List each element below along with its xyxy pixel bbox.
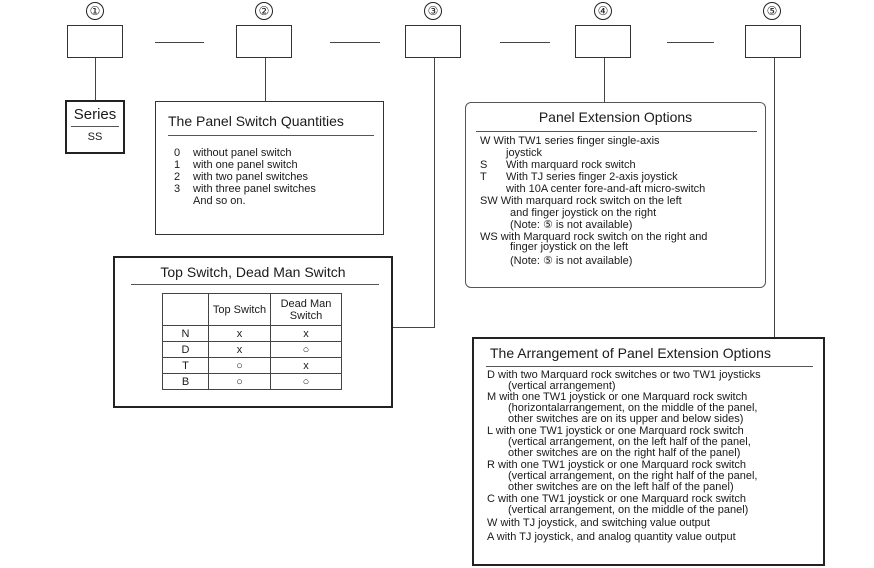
series-title: Series xyxy=(73,106,117,123)
series-box: Series SS xyxy=(65,100,125,154)
quantity-code: 1 xyxy=(174,159,181,171)
arrangement-line: (vertical arrangement, on the right half… xyxy=(508,470,758,482)
arrangement-line: (vertical arrangement, on the middle of … xyxy=(508,504,749,516)
arrangement-line: C with one TW1 joystick or one Marquard … xyxy=(487,493,746,505)
extension-line: joystick xyxy=(506,147,543,159)
top-switch-box: Top Switch, Dead Man Switch Top Switch D… xyxy=(113,256,393,408)
separator-dash xyxy=(500,42,550,43)
code-box-2 xyxy=(236,25,292,58)
arrangement-line: other switches are on the right half of … xyxy=(508,447,741,459)
extension-rule xyxy=(476,131,757,132)
arrangement-line: other switches are on its upper and belo… xyxy=(508,413,744,425)
table-row: N x x xyxy=(162,325,342,342)
table-cell: D xyxy=(162,341,209,358)
extension-line: with 10A center fore-and-aft micro-switc… xyxy=(506,183,706,195)
arrangement-line: D with two Marquard rock switches or two… xyxy=(487,369,761,381)
table-header-cell: Top Switch xyxy=(208,293,271,326)
series-rule xyxy=(71,126,119,127)
arrangement-line: (vertical arrangement) xyxy=(508,380,616,392)
extension-line: With marquard rock switch xyxy=(506,159,636,171)
arrangement-line: A with TJ joystick, and analog quantity … xyxy=(487,531,736,543)
arrangement-line: other switches are on the left half of t… xyxy=(508,481,734,493)
extension-line: finger joystick on the left xyxy=(510,241,629,253)
quantity-text: And so on. xyxy=(193,195,246,207)
table-header-cell: Dead Man Switch xyxy=(270,293,342,326)
quantity-text: with two panel switches xyxy=(193,171,308,183)
arrangement-line: W with TJ joystick, and switching value … xyxy=(487,517,710,529)
arrangement-line: M with one TW1 joystick or one Marquard … xyxy=(487,391,748,403)
table-cell: ○ xyxy=(208,373,271,390)
extension-title: Panel Extension Options xyxy=(538,109,693,125)
table-cell: x xyxy=(208,341,271,358)
quantity-code: 0 xyxy=(174,147,181,159)
code-number-3: ③ xyxy=(424,2,442,20)
connector-4 xyxy=(604,58,605,102)
extension-line: With TJ series finger 2-axis joystick xyxy=(506,171,678,183)
table-row: T ○ x xyxy=(162,357,342,374)
arrangement-line: (vertical arrangement, on the left half … xyxy=(508,436,751,448)
table-cell: x xyxy=(270,357,342,374)
table-row: B ○ ○ xyxy=(162,373,342,390)
separator-dash xyxy=(330,42,380,43)
quantities-box: The Panel Switch Quantities 0 without pa… xyxy=(155,101,384,235)
table-cell: T xyxy=(162,357,209,374)
code-number-4: ④ xyxy=(594,2,612,20)
table-cell: x xyxy=(208,325,271,342)
arrangement-title: The Arrangement of Panel Extension Optio… xyxy=(490,345,771,361)
table-cell: ○ xyxy=(208,357,271,374)
quantity-code: 2 xyxy=(174,171,181,183)
quantity-text: without panel switch xyxy=(193,147,292,159)
code-number-1: ① xyxy=(86,2,104,20)
table-cell: N xyxy=(162,325,209,342)
code-box-4 xyxy=(575,25,631,58)
code-box-3 xyxy=(405,25,461,58)
top-switch-rule xyxy=(131,284,379,285)
table-cell: x xyxy=(270,325,342,342)
code-box-1 xyxy=(67,25,123,58)
extension-box: Panel Extension Options W With TW1 serie… xyxy=(465,102,766,288)
table-header-cell xyxy=(162,293,209,326)
connector-1 xyxy=(95,58,96,100)
separator-dash xyxy=(155,42,204,43)
arrangement-line: R with one TW1 joystick or one Marquard … xyxy=(487,459,746,471)
table-cell: ○ xyxy=(270,341,342,358)
extension-line: (Note: ⑤ is not available) xyxy=(510,219,633,231)
arrangement-rule xyxy=(486,366,813,367)
arrangement-line: (horizontalarrangement, on the middle of… xyxy=(508,402,758,414)
connector-2 xyxy=(265,58,266,101)
series-value: SS xyxy=(87,131,103,143)
connector-5 xyxy=(774,58,775,337)
code-number-5: ⑤ xyxy=(763,2,781,20)
quantity-text: with one panel switch xyxy=(193,159,298,171)
quantity-text: with three panel switches xyxy=(193,183,316,195)
arrangement-box: The Arrangement of Panel Extension Optio… xyxy=(472,337,825,566)
switch-table: Top Switch Dead Man Switch N x x D x ○ T… xyxy=(162,293,342,390)
extension-code: T xyxy=(480,171,487,183)
separator-dash xyxy=(667,42,714,43)
extension-line: SW With marquard rock switch on the left xyxy=(480,195,682,207)
quantity-code: 3 xyxy=(174,183,181,195)
extension-code: S xyxy=(480,159,488,171)
table-row: D x ○ xyxy=(162,341,342,358)
extension-line: (Note: ⑤ is not available) xyxy=(510,255,633,267)
quantities-rule xyxy=(168,135,374,136)
code-number-2: ② xyxy=(255,2,273,20)
arrangement-line: L with one TW1 joystick or one Marquard … xyxy=(487,425,744,437)
extension-line: W With TW1 series finger single-axis xyxy=(480,135,660,147)
connector-3-horizontal xyxy=(393,327,435,328)
code-box-5 xyxy=(745,25,801,58)
connector-3 xyxy=(434,58,435,328)
table-cell: B xyxy=(162,373,209,390)
extension-line: and finger joystick on the right xyxy=(510,207,657,219)
quantities-title: The Panel Switch Quantities xyxy=(168,113,344,129)
extension-line: WS with Marquard rock switch on the righ… xyxy=(480,231,708,243)
top-switch-title: Top Switch, Dead Man Switch xyxy=(160,264,346,280)
table-header-row: Top Switch Dead Man Switch xyxy=(162,293,342,326)
table-cell: ○ xyxy=(270,373,342,390)
